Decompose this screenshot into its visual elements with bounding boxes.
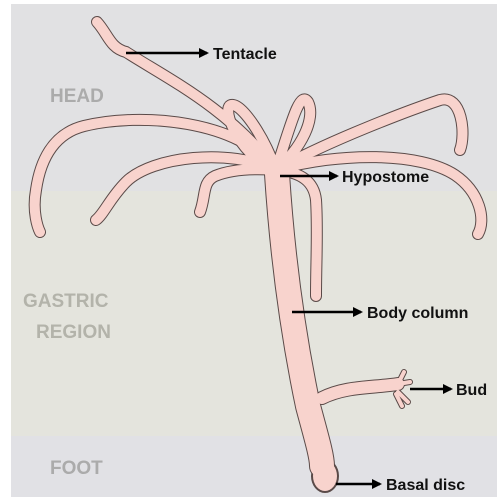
foot-region-label: FOOT (50, 458, 103, 479)
body-column-label: Body column (367, 305, 468, 322)
gastric-region-label-line1: GASTRIC (23, 291, 109, 312)
head-region-label: HEAD (50, 86, 104, 107)
bud-label: Bud (456, 382, 487, 399)
basal-disc-shape (313, 461, 337, 491)
hypostome-label: Hypostome (342, 169, 429, 186)
basal-disc-label: Basal disc (386, 477, 465, 494)
tentacle-label: Tentacle (213, 46, 277, 63)
gastric-region-label-line2: REGION (36, 322, 111, 343)
